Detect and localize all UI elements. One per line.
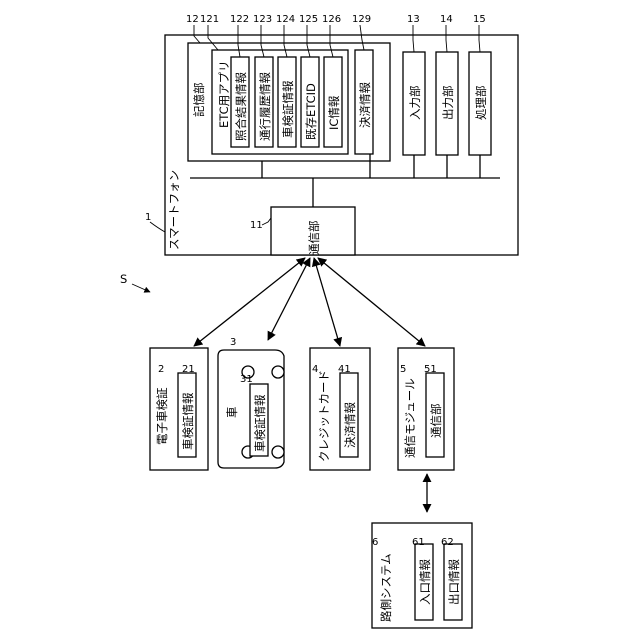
car-label: 車 [225, 407, 239, 419]
comm-label: 通信部 [307, 221, 321, 256]
match-result-label: 照合結果情報 [234, 72, 248, 141]
ref-122: 122 [230, 14, 249, 25]
comm-module-ref: 5 [400, 364, 406, 375]
roadside-exit-ref: 62 [441, 537, 454, 548]
existing-etcid-label: 既存ETCID [304, 83, 318, 140]
ref-123: 123 [253, 14, 272, 25]
comm-module-label: 通信モジュール [403, 378, 417, 458]
credit-card-ref: 4 [312, 364, 318, 375]
car-wheel-4 [272, 446, 284, 458]
vehicle-cert-info-label: 車検証情報 [281, 80, 295, 138]
roadside-label: 路側システム [379, 553, 393, 622]
processing-label: 処理部 [474, 86, 488, 121]
roadside-ref: 6 [372, 537, 378, 548]
system-arrow [132, 284, 150, 292]
ref-126: 126 [322, 14, 341, 25]
storage-ref: 12 [186, 14, 199, 25]
car-ref: 3 [230, 337, 236, 348]
comm-ref: 11 [250, 220, 263, 231]
output-ref: 14 [440, 14, 453, 25]
etc-app-label: ETC用アプリ [217, 60, 231, 128]
car-inner-ref: 31 [240, 374, 253, 385]
comm-module-inner-label: 通信部 [429, 404, 443, 439]
input-label: 入力部 [408, 86, 422, 121]
credit-card-inner-label: 決済情報 [343, 402, 357, 448]
arrow-cert [194, 258, 305, 346]
ref-121: 121 [200, 14, 219, 25]
car-inner-label: 車検証情報 [253, 394, 267, 452]
car-wheel-2 [272, 366, 284, 378]
payment-info-label: 決済情報 [358, 82, 372, 128]
roadside-exit-label: 出口情報 [447, 559, 461, 605]
credit-card-inner-ref: 41 [338, 364, 351, 375]
e-cert-label: 電子車検証 [155, 387, 169, 445]
roadside-entry-label: 入口情報 [418, 559, 432, 605]
ref-124: 124 [276, 14, 295, 25]
e-cert-inner-label: 車検証情報 [181, 392, 195, 450]
comm-module-inner-ref: 51 [424, 364, 437, 375]
ref-125: 125 [299, 14, 318, 25]
output-label: 出力部 [441, 86, 455, 121]
arrow-module [318, 258, 425, 346]
ref-129: 129 [352, 14, 371, 25]
processing-ref: 15 [473, 14, 486, 25]
smartphone-label: スマートフォン [167, 170, 181, 250]
smartphone-ref: 1 [145, 212, 151, 223]
system-ref: S [120, 272, 127, 286]
e-cert-inner-ref: 21 [182, 364, 195, 375]
roadside-entry-ref: 61 [412, 537, 425, 548]
arrow-card [314, 258, 340, 346]
toll-history-label: 通行履歴情報 [258, 72, 272, 141]
credit-card-label: クレジットカード [317, 370, 331, 462]
e-cert-ref: 2 [158, 364, 164, 375]
input-ref: 13 [407, 14, 420, 25]
ic-info-label: IC情報 [327, 95, 341, 130]
storage-label: 記憶部 [192, 83, 206, 118]
smartphone-leader [150, 222, 165, 232]
